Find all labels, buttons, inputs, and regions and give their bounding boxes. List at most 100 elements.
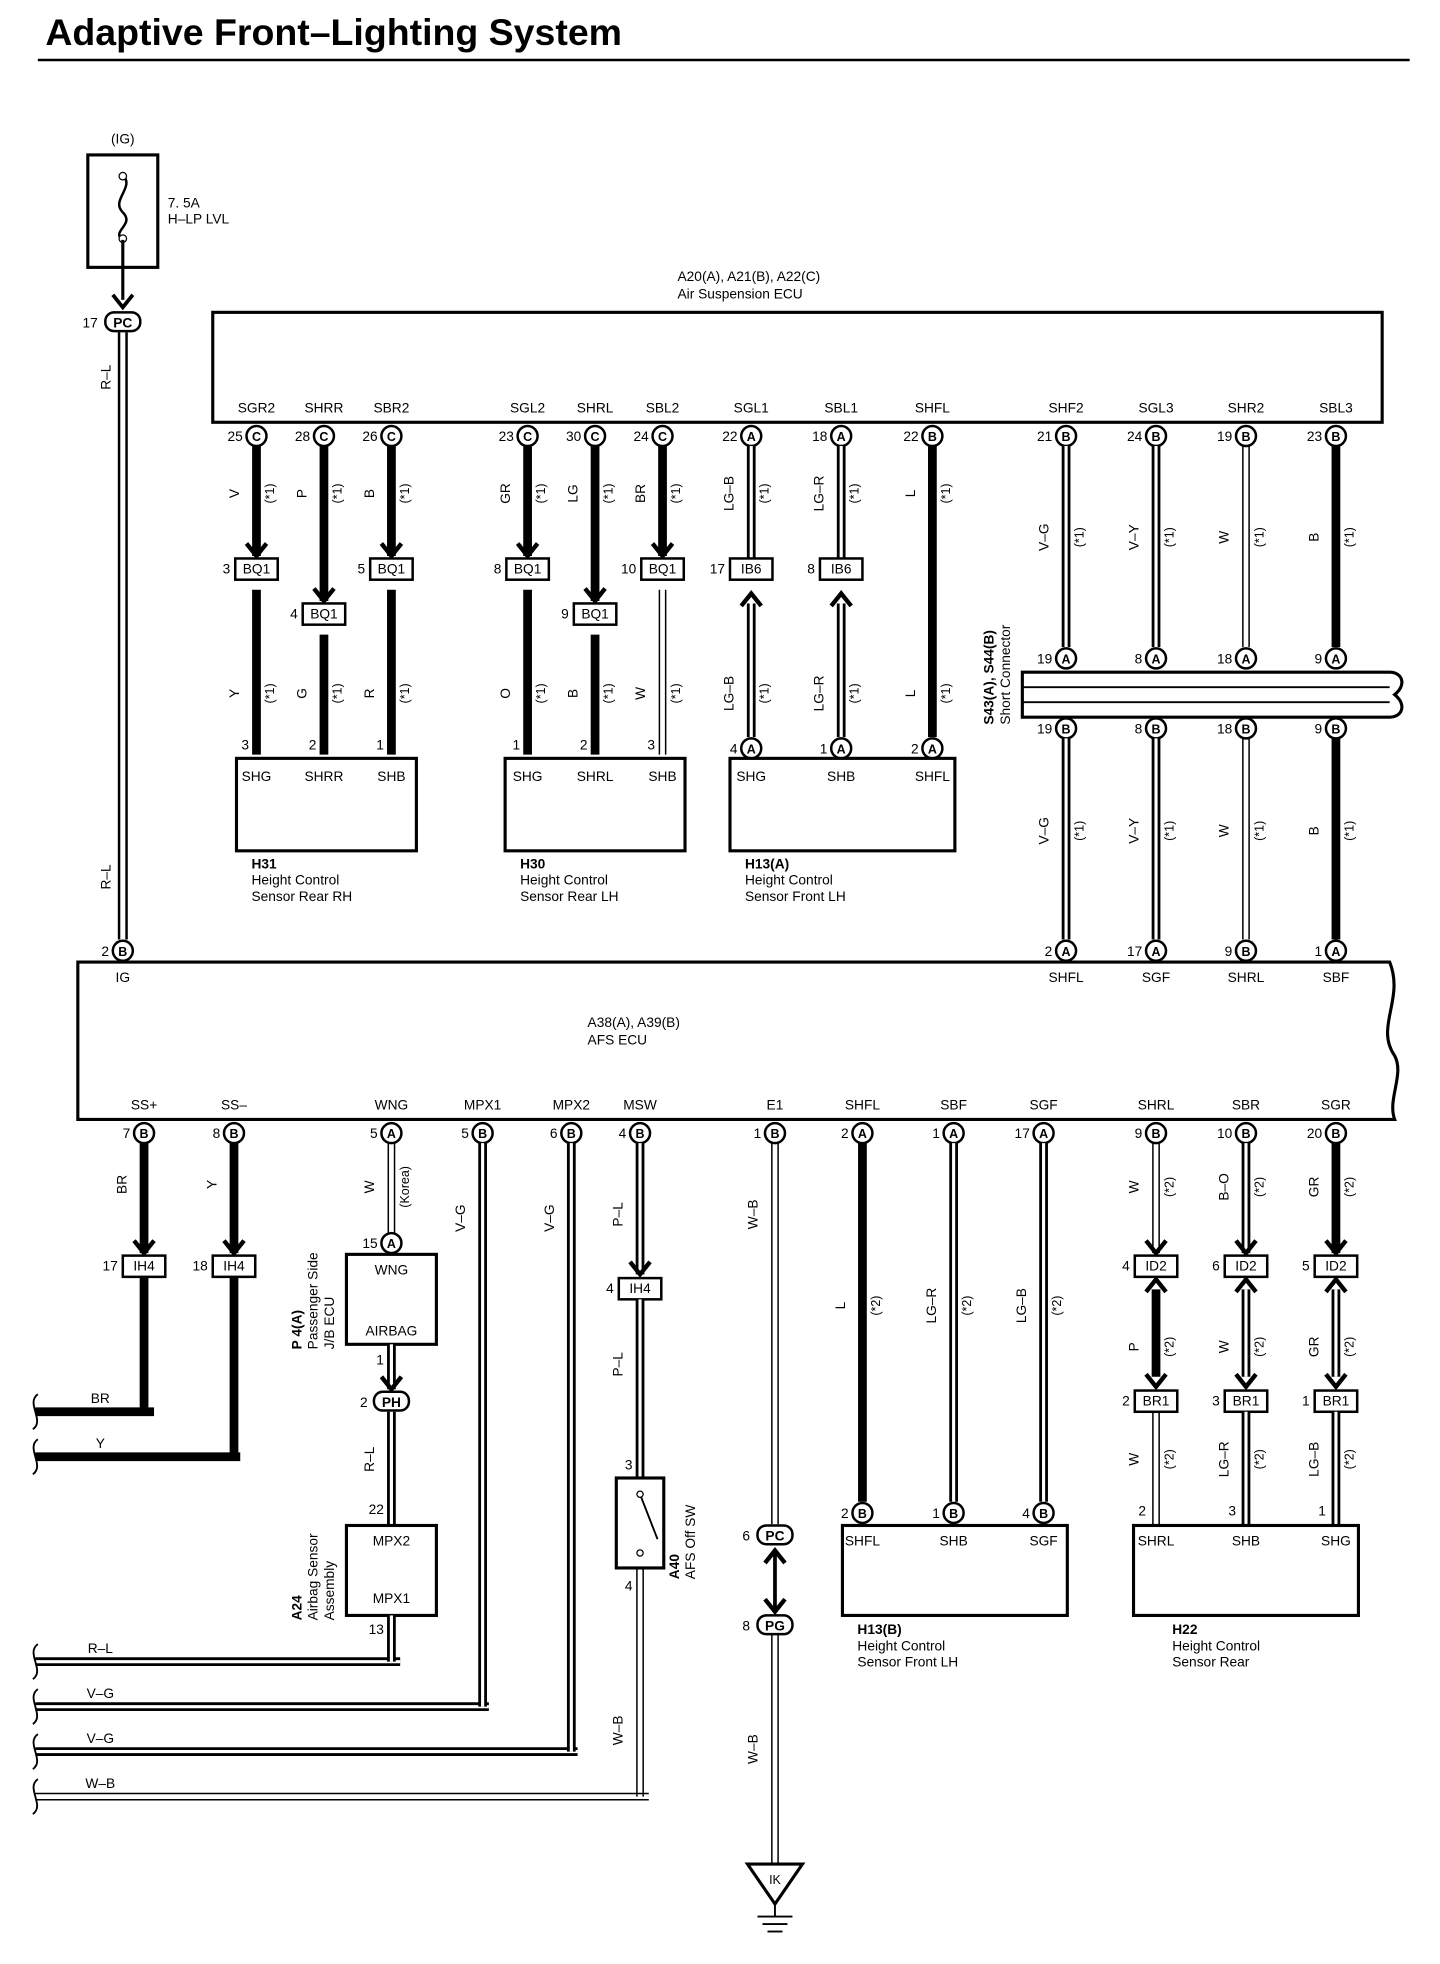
air-suspension-ecu-box <box>211 310 1384 424</box>
sensor-pin-name: SHRL <box>577 769 614 784</box>
wire-color-label: (*1) <box>534 683 548 703</box>
sensor-code: H13(A) <box>745 856 789 871</box>
wire-color-label: BR <box>115 1175 130 1194</box>
junction-label: BR1 <box>1323 1394 1350 1409</box>
sensor-line2: Sensor Rear LH <box>520 889 618 904</box>
pin-conn-letter: C <box>591 430 600 444</box>
wire-color-label: P <box>294 489 309 498</box>
pin-name: WNG <box>375 1097 409 1112</box>
sensor-pin: 1 <box>376 738 384 753</box>
wire-color-label: W <box>1127 1453 1142 1466</box>
h13b-pin <box>942 1501 965 1525</box>
junction-pin: 6 <box>1212 1259 1220 1274</box>
wire-color-label: (*2) <box>1342 1337 1356 1357</box>
h22-pin: 2 <box>1138 1503 1146 1518</box>
bq1-connector <box>368 557 414 581</box>
pin-conn-letter: B <box>140 1127 149 1141</box>
sensor-pin-name: SHG <box>242 769 272 784</box>
arrow-down-icon <box>650 542 675 560</box>
svg-text:PC: PC <box>113 315 132 330</box>
pin-conn-letter: A <box>747 742 756 756</box>
sensor-pin-name: SHB <box>827 769 855 784</box>
pin-conn-letter: A <box>1062 652 1071 666</box>
wire-color-label: V–Y <box>1127 524 1142 550</box>
wire-color-label: LG–R <box>812 675 827 711</box>
airbag-line1: Airbag Sensor <box>306 1533 321 1620</box>
junction-pin: 5 <box>358 561 366 576</box>
jb-airbag: AIRBAG <box>365 1324 417 1339</box>
pc6-label: PC <box>765 1528 784 1543</box>
wire-color-label: (*1) <box>602 483 616 503</box>
afs-bottom-pin-shrl <box>1144 1121 1168 1145</box>
h13b-line1: Height Control <box>857 1638 945 1653</box>
pin-name: SHFL <box>845 1097 880 1112</box>
pin-number: 9 <box>1315 721 1323 736</box>
pin-name: SGL3 <box>1138 400 1173 415</box>
pin-number: 10 <box>1217 1126 1233 1141</box>
wire-color-label: GR <box>1306 1336 1321 1357</box>
wire-color-label: LG–R <box>812 475 827 511</box>
short-connector-code: S43(A), S44(B) <box>982 630 997 725</box>
bq1-connector <box>505 557 551 581</box>
ib6-connector <box>818 557 864 581</box>
junction-pin: 4 <box>290 606 298 621</box>
sensor-pin-name: SHRR <box>304 769 343 784</box>
sensor-box-h30 <box>503 756 687 853</box>
sensor-line2: Sensor Front LH <box>745 889 846 904</box>
pin-name: SBF <box>940 1097 967 1112</box>
pin-number: 9 <box>1135 1126 1143 1141</box>
wire-color-label: P <box>1127 1342 1142 1351</box>
wire-color-label: GR <box>1306 1177 1321 1198</box>
junction-label: IH4 <box>629 1281 651 1296</box>
pin-conn-letter: B <box>1062 430 1071 444</box>
pin-number: 24 <box>1127 429 1143 444</box>
pin-conn-letter: A <box>1331 652 1340 666</box>
pin-number: 6 <box>550 1126 558 1141</box>
wire-color-label: (*1) <box>939 483 953 503</box>
wire-color-label: (*1) <box>398 483 412 503</box>
junction-pin: 17 <box>710 561 725 576</box>
junction-pin: 1 <box>1302 1394 1310 1409</box>
pin-conn-letter: B <box>1331 430 1340 444</box>
wire-color-label: W–B <box>745 1199 760 1229</box>
arrow-up-icon <box>1144 1275 1168 1294</box>
wire-color-label: (*1) <box>602 683 616 703</box>
pin-number: 19 <box>1037 721 1052 736</box>
pin-name: SGF <box>1142 970 1170 985</box>
wire-color-label: (*1) <box>669 683 683 703</box>
break-icon <box>32 1393 39 1431</box>
junction-label: BQ1 <box>514 561 541 576</box>
arrow-up-icon <box>763 1546 787 1565</box>
wire-color-label: LG–R <box>924 1288 939 1324</box>
break-icon <box>32 1643 39 1680</box>
air-ecu-name: Air Suspension ECU <box>678 287 803 302</box>
wire-color-label: (*1) <box>758 483 772 503</box>
svg-text:17: 17 <box>83 315 98 330</box>
pin-number: 1 <box>932 1506 940 1521</box>
pin-conn-letter: A <box>837 430 846 444</box>
wire-color-label: (*1) <box>848 683 862 703</box>
pin-conn-letter: B <box>1331 1127 1340 1141</box>
pin-conn-letter: B <box>478 1127 487 1141</box>
air-ecu-code: A20(A), A21(B), A22(C) <box>678 269 821 284</box>
pin-conn-letter: B <box>1039 1507 1048 1521</box>
arrow-down-icon <box>1144 1372 1168 1391</box>
pin-conn-letter: C <box>658 430 667 444</box>
ig-label: (IG) <box>111 132 135 147</box>
left-bus-label: V–G <box>87 1686 114 1701</box>
br1-connector <box>1133 1389 1179 1414</box>
pin-number: 19 <box>1217 429 1232 444</box>
pin-conn-letter: B <box>928 430 937 444</box>
rl-wire-lower: R–L <box>98 864 113 890</box>
arrow-up-icon <box>1324 1275 1348 1294</box>
pin-name: MPX1 <box>464 1097 501 1112</box>
pg8-pin: 8 <box>742 1618 750 1633</box>
junction-label: BR1 <box>1143 1394 1170 1409</box>
pin-name: SHFL <box>915 400 950 415</box>
sensor-box-h13(a) <box>728 756 957 853</box>
junction-pin: 8 <box>807 561 815 576</box>
junction-label: ID2 <box>1235 1259 1256 1274</box>
h22-pin: 1 <box>1318 1503 1326 1518</box>
wire-color-label: (*2) <box>1050 1296 1064 1316</box>
